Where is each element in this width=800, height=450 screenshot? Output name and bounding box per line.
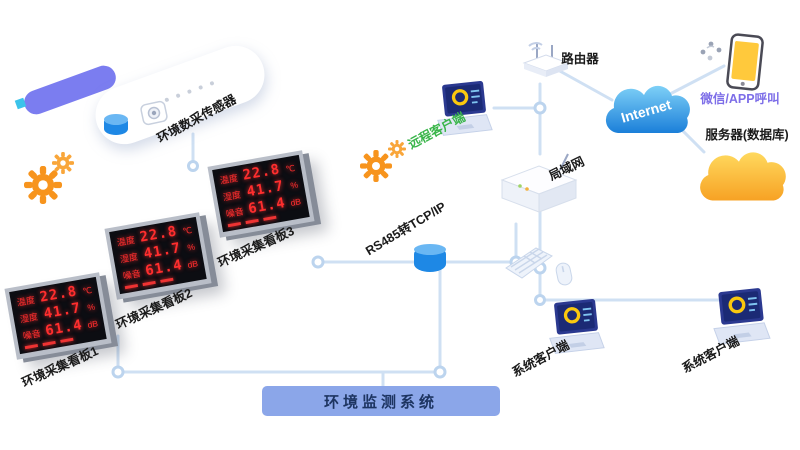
sensor-cylinder-icon <box>104 114 128 135</box>
keyboard-icon <box>505 247 553 279</box>
system-title: 环境监测系统 <box>323 393 438 411</box>
system-client-laptop-icon <box>549 299 605 354</box>
server-label: 服务器(数据库) <box>705 128 789 142</box>
system-title-box: 环境监测系统 <box>262 386 500 416</box>
smartphone-icon <box>726 33 764 91</box>
gear-icon <box>360 150 392 182</box>
gear-icon <box>24 166 62 204</box>
sensor-device-icon <box>140 100 168 126</box>
signal-dots-icon <box>700 41 722 61</box>
rs485-converter-icon <box>414 244 446 272</box>
server-cloud-icon <box>690 146 792 210</box>
mouse-icon <box>555 262 573 286</box>
system-client-laptop-icon <box>713 288 771 345</box>
remote-client-laptop-icon <box>437 81 493 136</box>
internet-cloud-icon: Internet <box>596 80 696 142</box>
wifi-router-icon <box>522 42 570 77</box>
lan-router-box-icon <box>500 153 578 213</box>
gear-icon <box>388 140 406 158</box>
gear-icon <box>52 152 74 174</box>
router-label: 路由器 <box>561 52 599 66</box>
wechat-app-label: 微信/APP呼叫 <box>700 92 780 106</box>
